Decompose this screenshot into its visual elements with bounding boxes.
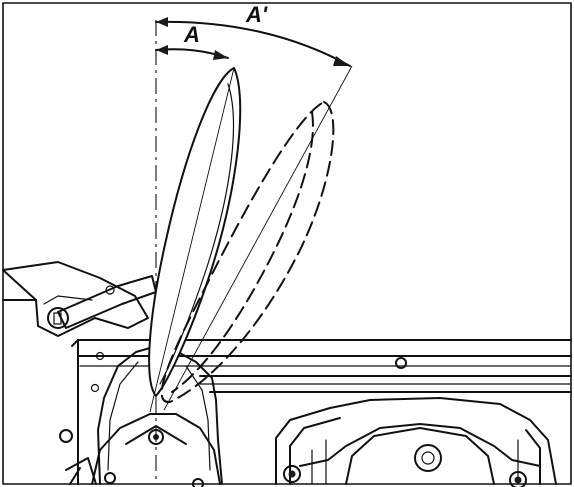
- angle-a-prime-dimension: [155, 17, 351, 67]
- rail-screw-1: [395, 357, 407, 369]
- housing-screw-right: [192, 478, 204, 487]
- motor-screw-right: [509, 471, 527, 487]
- housing-screw-left: [104, 472, 116, 484]
- motor-housing: [275, 397, 557, 485]
- rail-screw-3: [90, 383, 100, 393]
- rail-screw-4: [59, 429, 73, 443]
- rail-screw-2: [95, 351, 105, 361]
- label-angle-a: A: [183, 22, 200, 47]
- tilt-bracket: [2, 261, 149, 337]
- blade-position-a: [148, 67, 242, 413]
- angle-a-dimension: [155, 45, 229, 60]
- motor-screw-left-core: [288, 470, 296, 478]
- motor-cap: [414, 444, 442, 472]
- label-angle-a-prime: A': [245, 2, 268, 27]
- motor-cap-inner: [421, 451, 435, 465]
- motor-screw-right-core: [514, 476, 522, 484]
- blade-position-a-prime: [160, 65, 353, 411]
- motor-screw-left: [283, 465, 301, 483]
